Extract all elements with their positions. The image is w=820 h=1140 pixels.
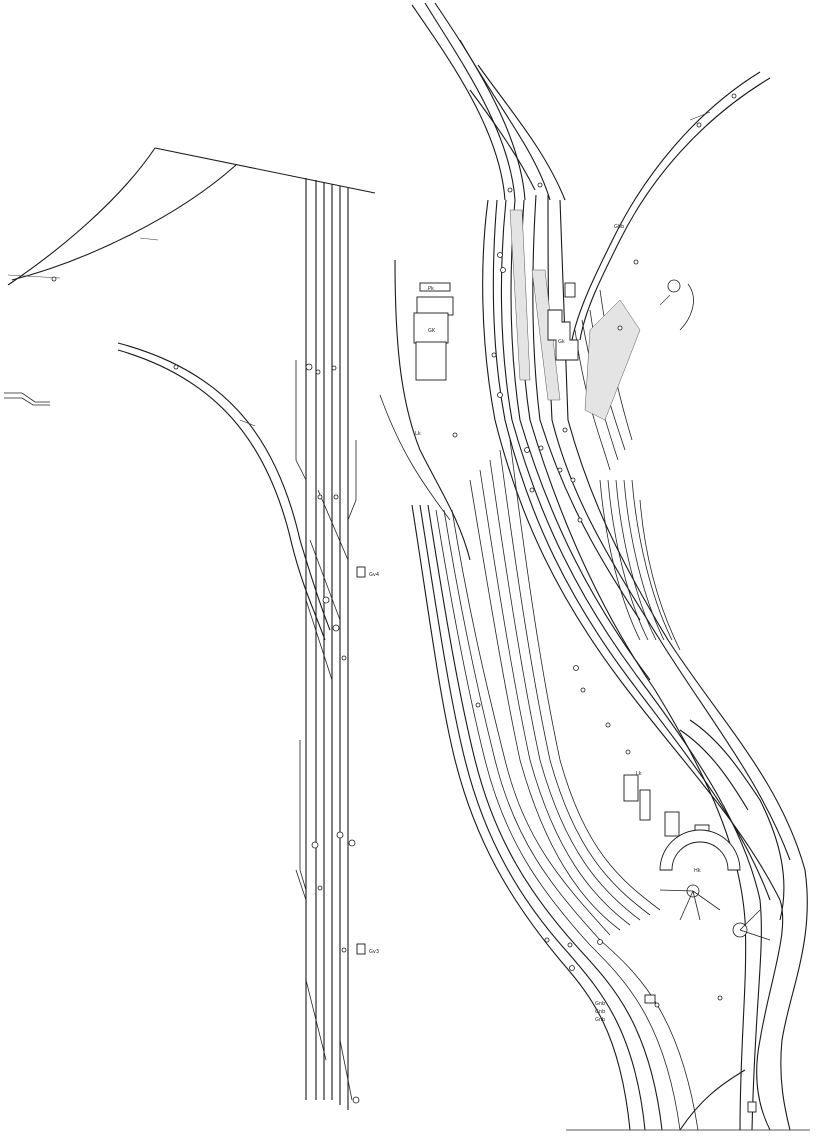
- small-building: [564, 282, 576, 298]
- left-diagram: Gv4 Gv3: [4, 147, 379, 1110]
- left-signals: [305, 363, 360, 1104]
- signal-box-2: [356, 943, 366, 955]
- depot-building-3: [664, 811, 680, 837]
- building-top: [416, 296, 454, 316]
- building-hk-label: Hk: [694, 868, 701, 874]
- building-gk2-label: Gk: [558, 339, 565, 345]
- building-gk-label: GK: [428, 328, 436, 334]
- building-lower: [415, 341, 447, 381]
- building-lk-label: Lk: [415, 431, 421, 437]
- bottom-hut: [747, 1101, 757, 1113]
- building-lk2-label: Lk: [636, 771, 642, 777]
- roundhouse: [659, 829, 741, 871]
- station-building: [547, 309, 579, 361]
- top-right-label: Gbb: [614, 224, 624, 230]
- platform-2: [531, 269, 561, 401]
- depot-building-2: [639, 789, 651, 821]
- building-pk-label: Pk: [428, 286, 434, 292]
- signal-box-2-label: Gv3: [369, 949, 379, 955]
- platform-3: [584, 299, 641, 421]
- depot-building-1: [623, 774, 639, 802]
- group-label-1: Gnb: [595, 1001, 605, 1007]
- group-label-3: Gnb: [595, 1017, 605, 1023]
- small-hut: [644, 994, 656, 1004]
- right-diagram: Pk GK Lk Gk Lk Hk: [379, 2, 810, 1131]
- signal-box-1: [356, 566, 366, 578]
- building-pk: [419, 282, 451, 292]
- signal-box-1-label: Gv4: [369, 572, 379, 578]
- platform-1: [509, 209, 531, 381]
- building-gk: [413, 312, 449, 344]
- right-signals: [452, 182, 723, 1008]
- group-label-2: Gnb: [595, 1009, 605, 1015]
- turntable-upper: [667, 279, 681, 293]
